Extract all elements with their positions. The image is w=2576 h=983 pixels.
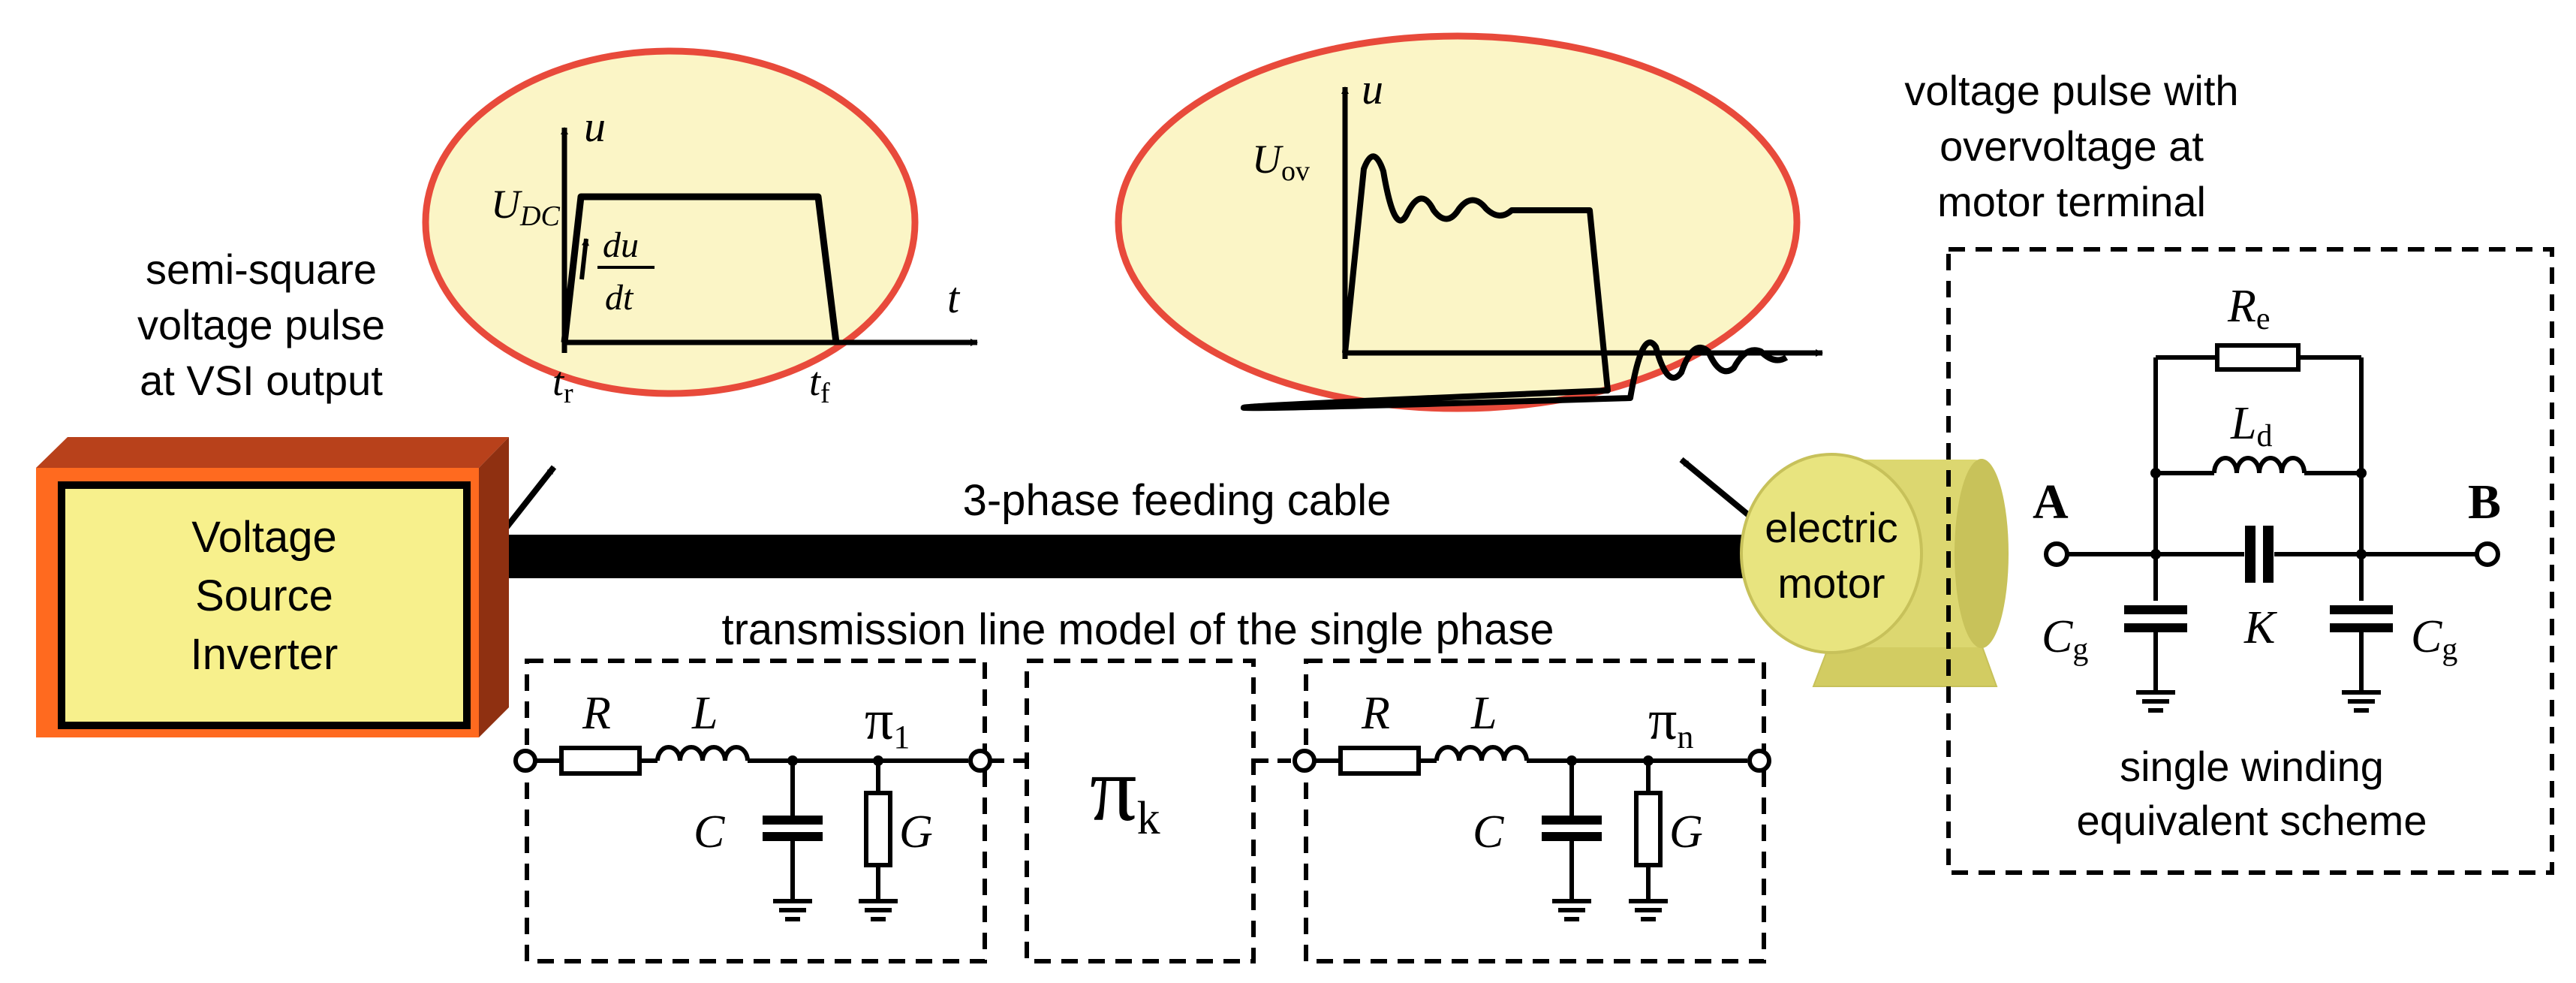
pin-R-label: R: [1361, 688, 1390, 739]
pin-conductance-G: [1634, 791, 1663, 867]
motor-label-line1: electric: [1765, 504, 1897, 551]
resistor-Re: [2215, 343, 2301, 372]
K-label: K: [2243, 602, 2278, 653]
cable-label: 3-phase feeding cable: [963, 476, 1392, 525]
Cg-left-label: Cg: [2042, 611, 2088, 667]
pin-right-terminal: [1747, 749, 1771, 773]
pi1-right-terminal: [968, 749, 992, 773]
Cg-right-label: Cg: [2411, 611, 2457, 667]
motor-u-axis-label: u: [1362, 65, 1383, 113]
electric-motor: electric motor: [1740, 453, 2009, 687]
motor-front-face: [1740, 453, 1923, 654]
Ld-label: Ld: [2230, 398, 2272, 454]
pi1-inductor-L: [655, 745, 750, 761]
pi1-C-label: C: [694, 807, 725, 858]
inductor-Ld: [2212, 456, 2307, 474]
pik-label: πk: [1090, 737, 1160, 844]
voltage-source-inverter: Voltage Source Inverter: [36, 437, 509, 737]
vsi-pulse-bubble: u t UDC du dt tr tf: [422, 47, 978, 409]
single-winding-scheme: A B Re Ld K Cg Cg single winding equival…: [1946, 247, 2554, 875]
terminal-B: [2475, 541, 2500, 567]
winding-node: [2150, 468, 2161, 478]
winding-node: [2150, 549, 2161, 559]
u-axis-label: u: [584, 102, 606, 151]
Re-label: Re: [2227, 281, 2271, 336]
pi1-label: π1: [865, 689, 910, 755]
pi1-R-label: R: [582, 688, 611, 739]
semi-square-pulse-curve: [561, 193, 840, 343]
vsi-label-line3: Inverter: [191, 630, 339, 679]
winding-node: [2356, 549, 2367, 559]
terminal-B-label: B: [2468, 475, 2501, 529]
pi1-conductance-G: [864, 791, 892, 867]
feeding-cable: [465, 535, 1771, 578]
vsi-pulse-caption-line3: at VSI output: [140, 357, 383, 404]
vsi-pulse-caption-line1: semi-square: [146, 246, 377, 293]
ground-Cg-right: [2342, 690, 2381, 713]
winding-caption-line2: equivalent scheme: [2077, 797, 2427, 844]
pi-section-n: R L C G πn: [1293, 659, 1771, 963]
winding-dashed-box: [1946, 247, 2554, 875]
tf-label: tf: [809, 359, 830, 409]
vsi-box-label-panel: [58, 481, 471, 729]
vsi-pulse-caption-line2: voltage pulse: [137, 301, 385, 348]
pi1-ground-C: [773, 899, 812, 921]
pi1-ground-G: [859, 899, 898, 921]
motor-pulse-caption-line2: overvoltage at: [1940, 122, 2204, 170]
winding-caption-line1: single winding: [2120, 743, 2384, 790]
t-axis-label: t: [947, 273, 961, 322]
motor-pulse-bubble: u Uov: [1115, 32, 1823, 412]
motor-pulse-caption-line3: motor terminal: [1937, 178, 2206, 225]
pin-G-label: G: [1669, 807, 1703, 858]
pin-inductor-L: [1434, 745, 1529, 761]
motor-label-line2: motor: [1777, 559, 1885, 607]
pin-ground-C: [1552, 899, 1591, 921]
pi-section-k: πk: [989, 659, 1291, 963]
vsi-label-line1: Voltage: [191, 513, 337, 562]
pi1-resistor-R: [559, 746, 642, 776]
pin-left-terminal: [1293, 749, 1317, 773]
pin-dashed-box: [1304, 659, 1766, 963]
vsi-box-side-face: [479, 437, 509, 737]
vsi-pulse-caption: semi-square voltage pulse at VSI output: [137, 246, 385, 404]
pi1-left-terminal: [513, 749, 537, 773]
vsi-pulse-ellipse: [422, 47, 919, 397]
winding-node: [2356, 468, 2367, 478]
overvoltage-pulse-curve: [1240, 153, 1789, 412]
pin-C-label: C: [1473, 807, 1504, 858]
motor-pulse-caption: voltage pulse with overvoltage at motor …: [1904, 67, 2238, 225]
pin-L-label: L: [1470, 688, 1497, 739]
pi1-dashed-box: [525, 659, 987, 963]
udc-label: UDC: [491, 182, 560, 232]
terminal-A-label: A: [2033, 475, 2069, 529]
pi1-G-label: G: [899, 807, 933, 858]
du-dt-arrow: [579, 238, 589, 280]
motor-pulse-caption-line1: voltage pulse with: [1904, 67, 2238, 114]
ground-Cg-left: [2136, 690, 2175, 713]
uov-label: Uov: [1252, 137, 1310, 187]
pi1-L-label: L: [691, 688, 718, 739]
du-label: du: [603, 225, 639, 265]
motor-pulse-ellipse: [1115, 32, 1801, 412]
terminal-A: [2044, 541, 2069, 567]
vsi-box-top-face: [36, 437, 509, 468]
pin-ground-G: [1629, 899, 1668, 921]
tl-model-label: transmission line model of the single ph…: [721, 605, 1554, 654]
pik-dashed-box: [1025, 659, 1256, 963]
tr-label: tr: [552, 359, 573, 409]
pin-resistor-R: [1338, 746, 1421, 776]
vsi-label-line2: Source: [195, 571, 333, 620]
motor-rear-cap: [1955, 459, 2009, 648]
pin-label: πn: [1648, 689, 1693, 755]
dt-label: dt: [605, 278, 634, 318]
pi-section-1: R L C G π1: [513, 659, 992, 963]
